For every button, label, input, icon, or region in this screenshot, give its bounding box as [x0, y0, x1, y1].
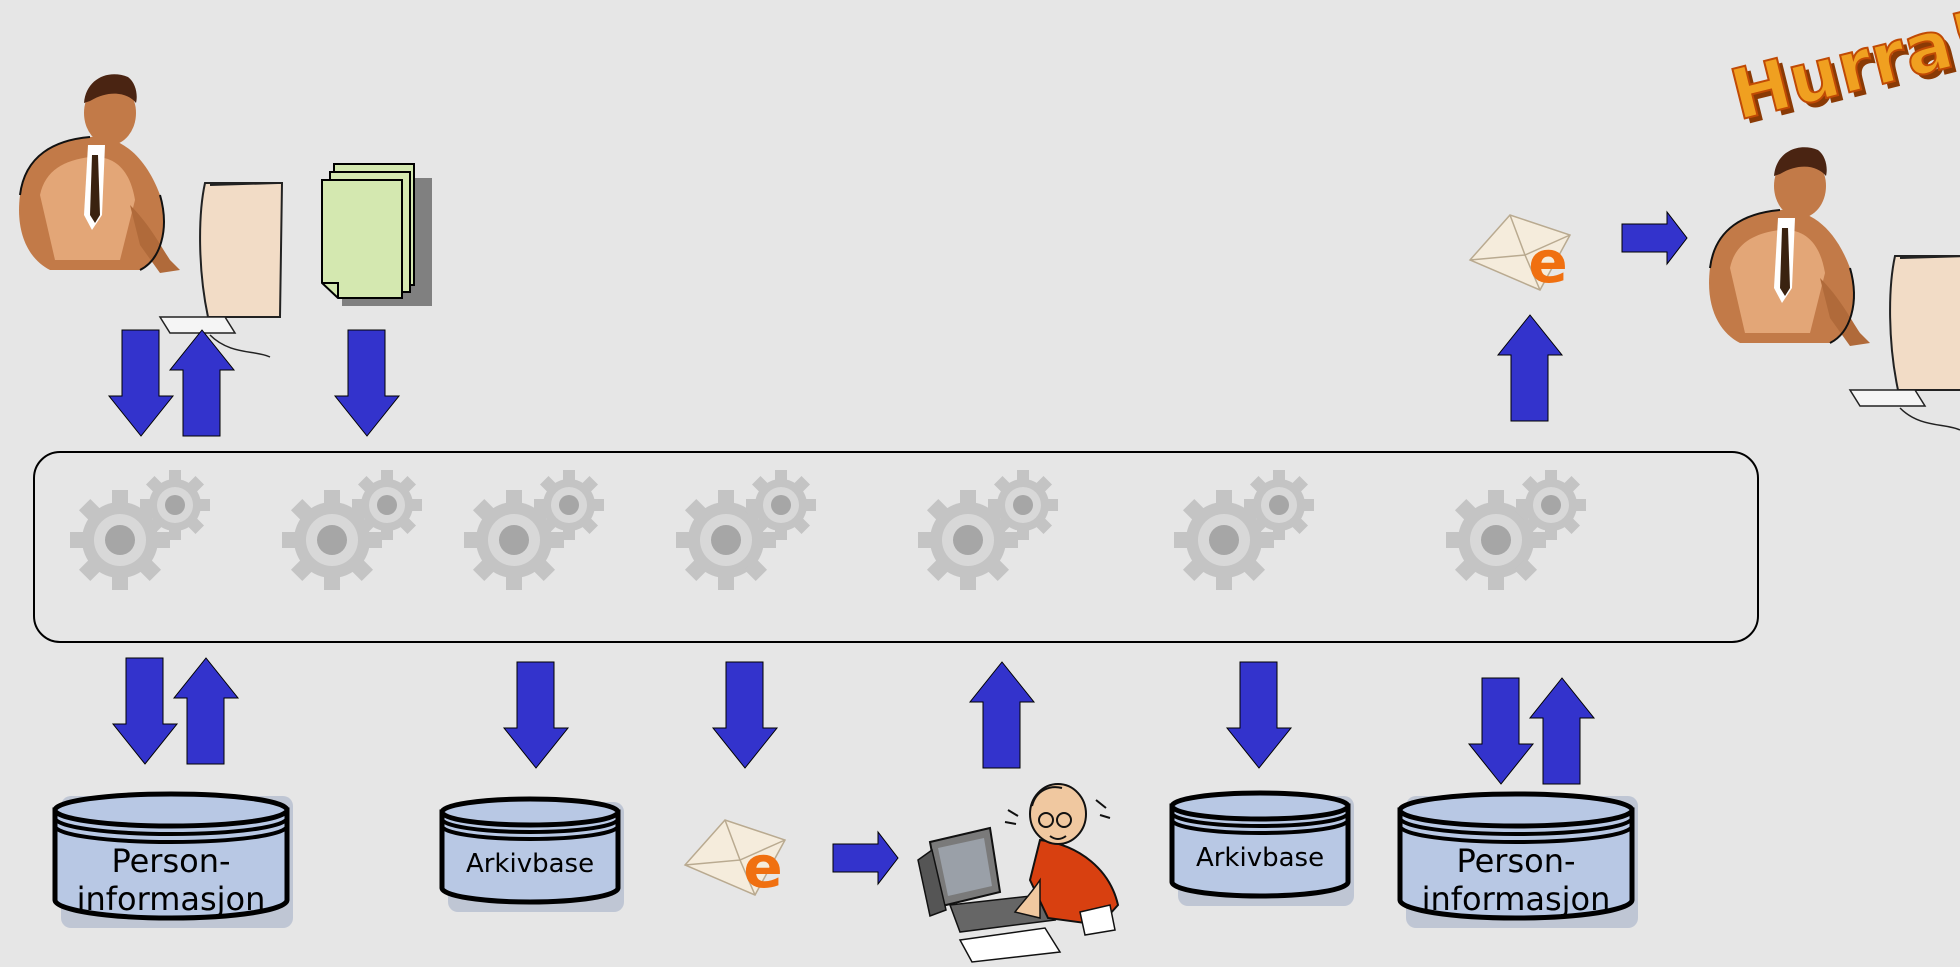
- hurra-banner-logo: Hurra! Hurra!: [1722, 0, 1960, 141]
- arrow-down-process-to-archive: [503, 661, 569, 769]
- arrow-down-user-to-process: [108, 329, 174, 437]
- database-label: Arkivbase: [1196, 843, 1324, 873]
- arrow-down-process-to-personinfo: [1468, 677, 1534, 785]
- arrow-down-process-to-archive: [1226, 661, 1292, 769]
- database-person-right: Person- informasjon: [1400, 794, 1638, 928]
- businessman-at-computer-icon: [18, 73, 284, 359]
- arrow-right-email-to-worker: [832, 831, 899, 885]
- database-archive-left: Arkivbase: [442, 799, 624, 912]
- arrow-up-process-to-email: [1497, 314, 1563, 422]
- arrow-down-process-to-email: [712, 661, 778, 769]
- database-label: Person-: [1456, 842, 1575, 880]
- email-envelope-icon: [1469, 214, 1571, 297]
- stressed-man-at-computer-icon: [917, 783, 1120, 963]
- arrow-up-personinfo-to-process: [173, 657, 239, 765]
- businessman-at-computer-icon: [1708, 146, 1960, 431]
- database-person-left: Person- informasjon: [55, 794, 293, 928]
- arrow-up-worker-to-process: [969, 661, 1035, 769]
- arrow-down-process-to-personinfo: [112, 657, 178, 765]
- arrow-down-documents-to-process: [334, 329, 400, 437]
- database-archive-right: Arkivbase: [1172, 793, 1354, 906]
- arrow-right-email-to-recipient: [1621, 211, 1688, 265]
- document-stack-icon: [321, 163, 432, 306]
- database-label: Person-: [111, 842, 230, 880]
- database-label: Arkivbase: [466, 849, 594, 879]
- email-envelope-icon: [684, 819, 786, 902]
- arrow-up-personinfo-to-process: [1529, 677, 1595, 785]
- process-box: [33, 451, 1759, 643]
- database-label: informasjon: [1422, 880, 1611, 918]
- database-label: informasjon: [77, 880, 266, 918]
